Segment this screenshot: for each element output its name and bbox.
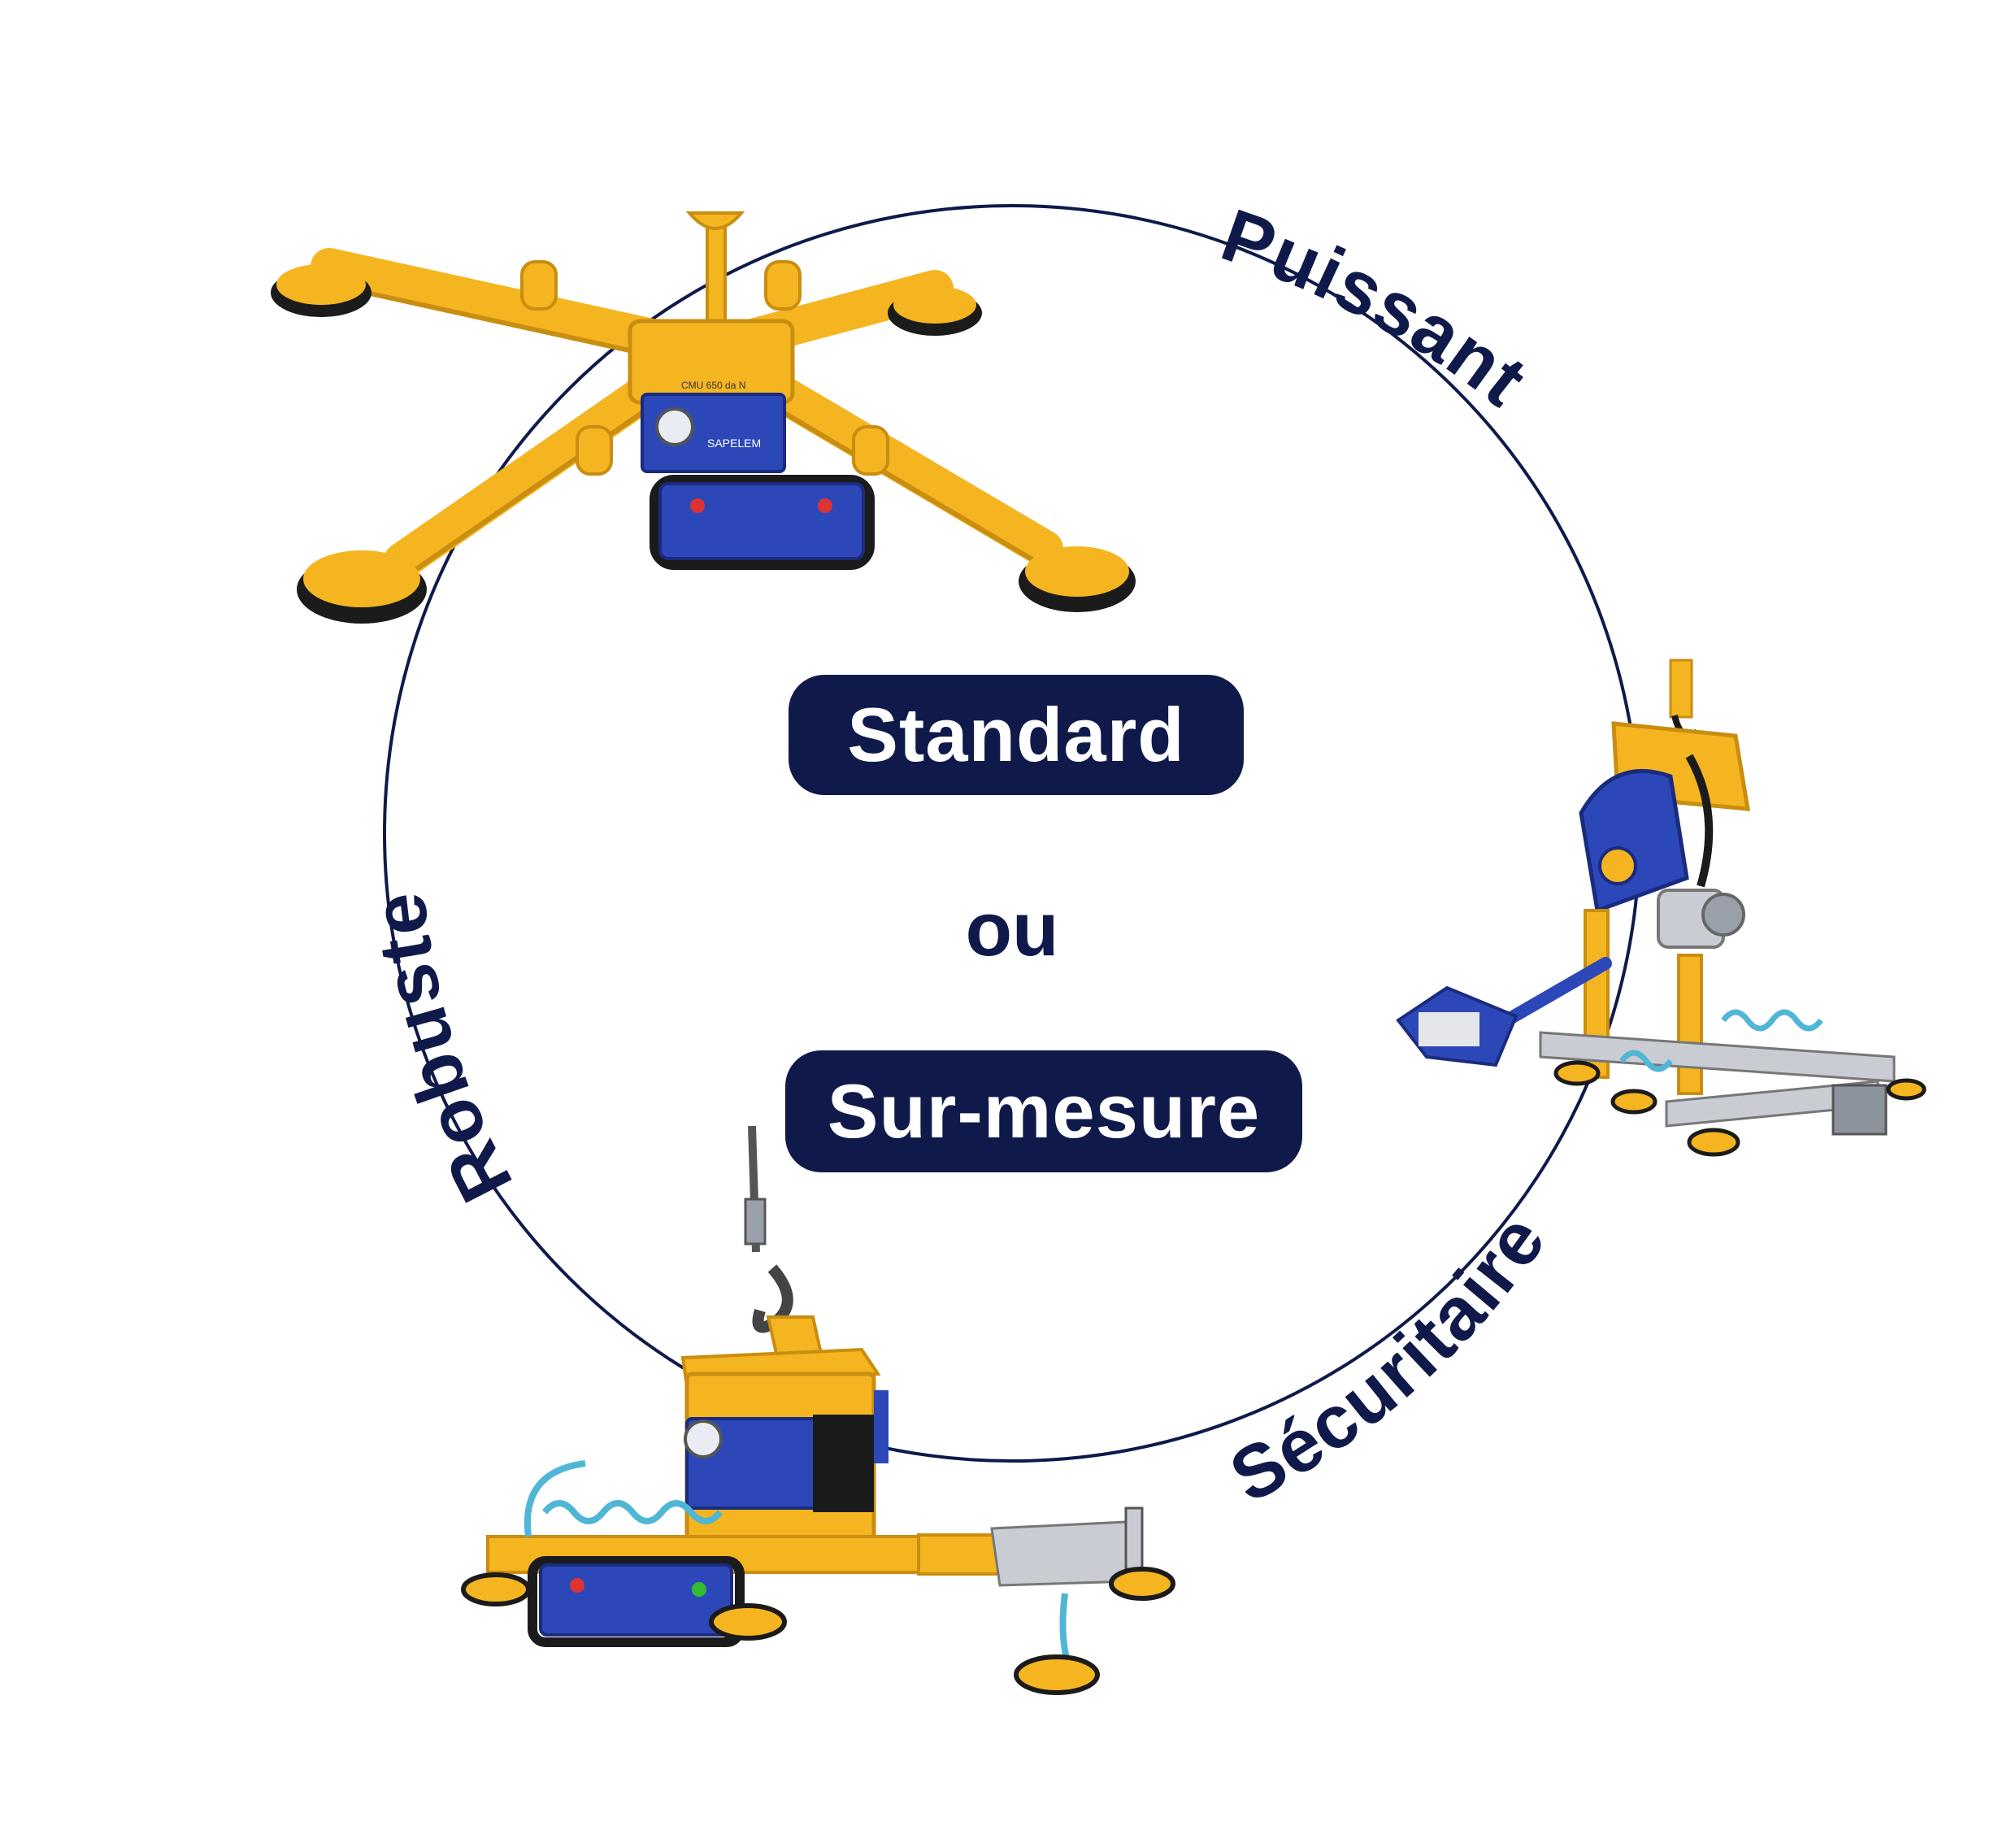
beam-vacuum-lifter xyxy=(461,1125,1175,1695)
arc-label-securitaire: Sécuritaire xyxy=(1217,1199,1562,1519)
standard-label: Standard xyxy=(847,692,1185,777)
custom-badge: Sur-mesure xyxy=(785,1050,1302,1172)
brand-label: SAPELEM xyxy=(707,437,761,450)
arc-label-robuste: Robuste xyxy=(357,887,528,1214)
capacity-label: CMU 650 da N xyxy=(681,380,745,391)
standard-badge: Standard xyxy=(789,675,1244,795)
arc-label-puissant: Puissant xyxy=(1212,193,1543,423)
four-arm-vacuum-lifter: SAPELEM CMU 650 da N xyxy=(271,211,1136,624)
or-label: ou xyxy=(965,886,1059,972)
custom-label: Sur-mesure xyxy=(827,1068,1261,1154)
tilting-vacuum-lifter xyxy=(1396,659,1927,1157)
